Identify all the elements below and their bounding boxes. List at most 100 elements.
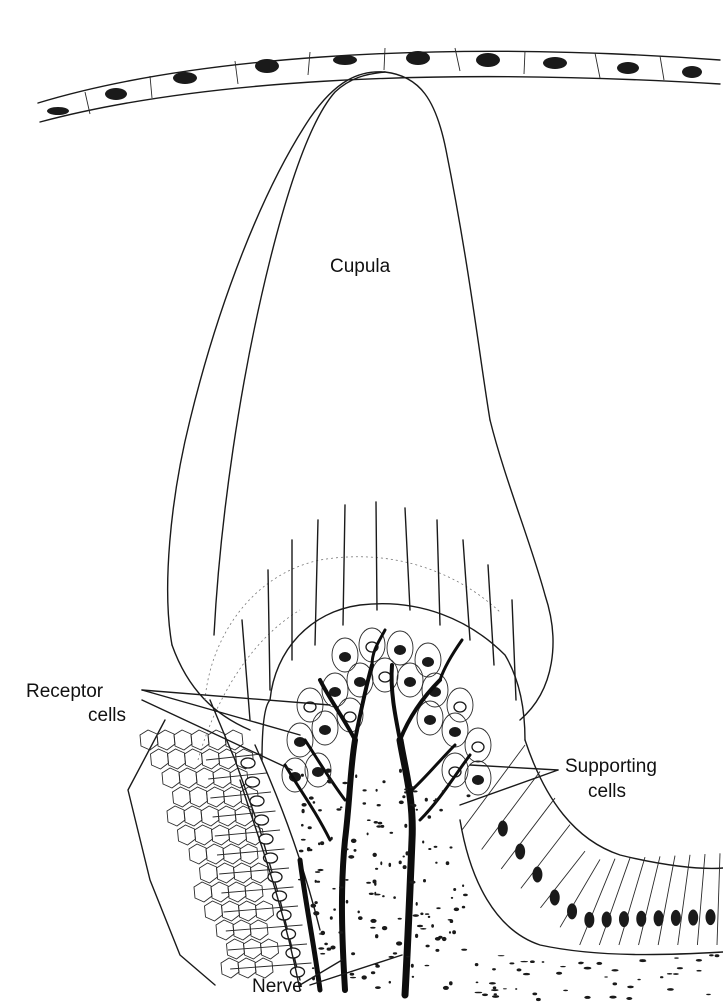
nerve-label: Nerve: [252, 975, 303, 999]
crista-cell-nucleus: [404, 677, 416, 687]
stipple-dot: [509, 962, 514, 964]
stipple-dot: [520, 961, 528, 962]
stipple-dot: [412, 790, 417, 792]
column-nucleus: [671, 910, 681, 926]
stipple-dot: [461, 949, 467, 951]
stipple-dot: [450, 846, 453, 848]
lattice-cell: [221, 958, 239, 978]
stipple-dot: [399, 769, 402, 773]
stipple-dot: [403, 865, 407, 869]
stipple-dot: [523, 973, 530, 975]
stipple-dot: [314, 901, 317, 904]
stipple-dot: [674, 957, 679, 958]
stipple-dot: [393, 952, 397, 954]
stipple-dot: [406, 851, 409, 855]
column-nucleus: [602, 911, 612, 927]
column-nucleus: [636, 911, 646, 927]
lattice-cell: [194, 882, 212, 902]
lattice-cell: [235, 806, 253, 826]
column-border: [580, 859, 615, 945]
stipple-dot: [426, 945, 430, 948]
supporting-cells-label-line2: cells: [588, 780, 626, 804]
column-border: [678, 855, 690, 945]
lattice-cell: [174, 730, 192, 750]
stipple-dot: [317, 869, 323, 871]
lattice-cell: [219, 749, 237, 769]
stipple-dot: [316, 881, 320, 883]
stipple-dot: [435, 862, 437, 864]
lattice-cell: [250, 920, 268, 940]
stipple-dot: [390, 832, 394, 834]
stipple-dot: [404, 824, 407, 828]
stipple-dot: [435, 798, 438, 802]
stipple-dot: [420, 928, 426, 930]
stipple-dot: [637, 979, 640, 981]
stipple-dot: [327, 779, 333, 783]
stipple-dot: [410, 786, 414, 788]
stipple-dot: [411, 964, 414, 968]
lattice-cell: [178, 825, 196, 845]
column-nucleus: [515, 844, 525, 860]
stipple-dot: [373, 853, 377, 857]
stipple-dot: [493, 986, 497, 989]
stipple-dot: [423, 879, 426, 882]
top-epithelium-cell-borders: [85, 48, 664, 114]
stipple-dot: [416, 902, 418, 906]
supporting-cells-label-line1: Supporting: [565, 755, 657, 779]
column-border: [599, 858, 630, 945]
stipple-dot: [307, 847, 311, 851]
stipple-dot: [492, 968, 496, 970]
stipple-dot: [498, 955, 505, 956]
stipple-dot: [709, 954, 714, 956]
lattice-cell: [240, 844, 258, 864]
stipple-dot: [482, 994, 488, 997]
lattice-cell: [224, 787, 242, 807]
stipple-dot: [492, 995, 499, 998]
stipple-dot: [415, 934, 418, 938]
column-border: [540, 851, 585, 908]
stipple-dot: [345, 848, 348, 850]
column-nucleus: [498, 821, 508, 837]
stipple-dot: [417, 925, 423, 927]
stipple-dot: [435, 949, 439, 952]
stipple-dot: [530, 960, 535, 963]
stipple-dot: [404, 788, 408, 790]
stipple-dot: [448, 919, 453, 921]
crista-cell-nucleus: [422, 657, 434, 667]
top-epithelium-nuclei: [47, 51, 702, 115]
stipple-dot: [389, 863, 392, 867]
stipple-dot: [542, 961, 545, 963]
stipple-dot: [536, 998, 541, 1001]
stipple-dot: [382, 780, 385, 783]
lattice-cell: [201, 806, 219, 826]
stipple-dot: [333, 908, 336, 910]
crista-cell-nucleus: [354, 677, 366, 687]
stipple-dot: [611, 969, 618, 971]
stipple-dot: [332, 888, 335, 890]
lattice-cell: [195, 825, 213, 845]
stipple-dot: [355, 774, 357, 778]
crista-cell-nucleus: [454, 702, 466, 712]
stipple-dot: [475, 992, 483, 994]
stipple-dot: [362, 975, 367, 979]
stipple-dot: [313, 911, 319, 915]
receptor-cells-label-line2: cells: [88, 704, 126, 728]
column-border: [501, 798, 555, 869]
stipple-dot: [315, 880, 317, 883]
stipple-dot: [382, 895, 385, 897]
stipple-dot: [370, 927, 375, 929]
stipple-dot: [425, 965, 430, 967]
stipple-dot: [412, 976, 414, 978]
stipple-dot: [451, 897, 453, 899]
lattice-cell: [185, 749, 203, 769]
lattice-cell: [229, 825, 247, 845]
stipple-dot: [389, 981, 391, 984]
stipple-dot: [677, 967, 683, 969]
stipple-dot: [330, 916, 333, 920]
stipple-dot: [393, 896, 396, 899]
stipple-dot: [348, 855, 354, 859]
stipple-dot: [351, 839, 357, 843]
lattice-cell: [206, 844, 224, 864]
stipple-dot: [320, 953, 325, 955]
